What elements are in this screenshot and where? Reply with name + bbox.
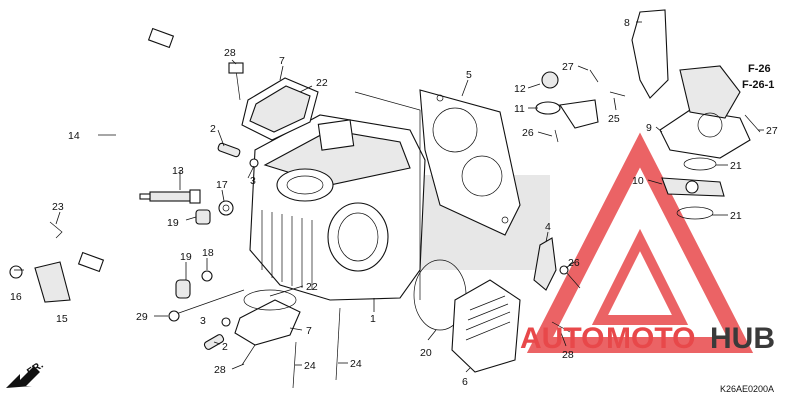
leader-lines xyxy=(14,21,764,373)
callout-26-upper: 26 xyxy=(522,127,534,139)
callout-11: 11 xyxy=(514,103,525,115)
callout-19-upper: 19 xyxy=(167,217,179,229)
callout-13: 13 xyxy=(172,165,184,177)
callout-12: 12 xyxy=(514,83,526,95)
watermark-text-moto: MOTO xyxy=(606,322,695,355)
callout-21-lower: 21 xyxy=(730,210,742,222)
callout-18: 18 xyxy=(202,247,214,259)
dowel-2-upper xyxy=(217,142,259,168)
callout-9: 9 xyxy=(646,122,652,134)
watermark-brand: AUTO MOTO HUB xyxy=(520,322,775,355)
side-cover-6 xyxy=(451,279,521,373)
watermark-triangle xyxy=(526,132,754,353)
bracket-11-group xyxy=(535,69,599,143)
callout-21-upper: 21 xyxy=(730,160,742,172)
callout-6: 6 xyxy=(462,376,468,388)
spark-plug xyxy=(139,189,201,204)
callout-23: 23 xyxy=(52,201,64,213)
callout-2-upper: 2 xyxy=(210,123,216,135)
callout-8: 8 xyxy=(624,17,630,29)
callout-27-right: 27 xyxy=(766,125,778,137)
bracket-15 xyxy=(9,261,71,303)
callout-3-upper: 3 xyxy=(250,175,256,187)
callout-16: 16 xyxy=(10,291,22,303)
callout-24-left: 24 xyxy=(304,360,316,372)
callout-27-left: 27 xyxy=(562,61,574,73)
insulator-9 xyxy=(659,65,761,159)
callout-4: 4 xyxy=(545,221,551,233)
watermark-text-hub: HUB xyxy=(710,322,775,355)
seal-10 xyxy=(661,177,725,197)
diagram-code: K26AE0200A xyxy=(720,384,774,394)
bolt-28-lower xyxy=(241,344,256,366)
callout-labels: 1 2 2 3 3 4 5 6 7 7 8 9 10 11 12 13 14 1… xyxy=(10,17,778,388)
reference-f26-1: F-26-1 xyxy=(742,79,774,91)
bolt-28-top xyxy=(228,62,244,101)
front-direction-arrow-icon: FR. xyxy=(6,359,46,388)
callout-7-lower: 7 xyxy=(306,325,312,337)
head-gasket-5 xyxy=(419,89,521,236)
callout-17: 17 xyxy=(216,179,228,191)
callout-3-lower: 3 xyxy=(200,315,206,327)
callout-14: 14 xyxy=(68,130,80,142)
callout-19-lower: 19 xyxy=(180,251,192,263)
long-bolt-29 xyxy=(168,289,245,322)
breather-tube xyxy=(77,27,175,273)
cover-7-lower xyxy=(234,289,301,346)
cylinder-head xyxy=(249,91,426,301)
callout-22-lower: 22 xyxy=(306,281,318,293)
callout-28-top: 28 xyxy=(224,47,236,59)
callout-24-right: 24 xyxy=(350,358,362,370)
callout-5: 5 xyxy=(466,69,472,81)
callout-22-upper: 22 xyxy=(316,77,328,89)
studs-24 xyxy=(292,307,341,389)
bracket-4 xyxy=(533,237,581,291)
callout-20: 20 xyxy=(420,347,432,359)
bolt-28-right xyxy=(551,321,571,333)
callout-1: 1 xyxy=(370,313,376,325)
callout-28-right: 28 xyxy=(562,349,574,361)
reference-f26: F-26 xyxy=(748,63,771,75)
callout-25: 25 xyxy=(608,113,620,125)
watermark-text-auto: AUTO xyxy=(520,322,604,355)
callout-10: 10 xyxy=(632,175,644,187)
callout-7-upper: 7 xyxy=(279,55,285,67)
bracket-8 xyxy=(609,9,669,99)
callout-15: 15 xyxy=(56,313,68,325)
cover-7-upper xyxy=(241,77,319,141)
callout-28-bottom: 28 xyxy=(214,364,226,376)
fittings-group xyxy=(175,200,234,299)
callout-26-lower: 26 xyxy=(568,257,580,269)
callout-2-lower: 2 xyxy=(222,341,228,353)
oring-21-lower xyxy=(676,206,714,220)
callout-29: 29 xyxy=(136,311,148,323)
oring-21-upper xyxy=(683,157,717,171)
clip-23 xyxy=(49,221,63,239)
